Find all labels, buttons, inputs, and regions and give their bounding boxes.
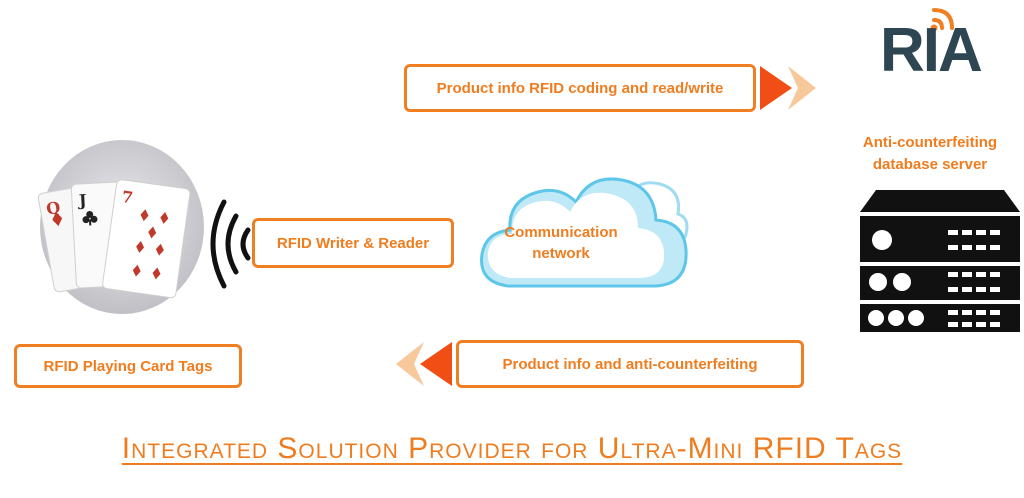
server-label-line1: Anti-counterfeiting [862, 134, 998, 151]
bottom-arrow-label: Product info and anti-counterfeiting [456, 340, 804, 388]
cloud-icon: Communication network [478, 160, 692, 298]
rfid-reader-label: RFID Writer & Reader [252, 218, 454, 268]
svg-text:Q: Q [45, 198, 62, 219]
wireless-signal-icon [208, 196, 254, 292]
footer-title: Integrated Solution Provider for Ultra-M… [121, 432, 903, 465]
cards-label: RFID Playing Card Tags [14, 344, 242, 388]
cloud-label-line2: network [532, 245, 590, 262]
cloud-label-line1: Communication [504, 224, 618, 241]
playing-cards-image: Q J 7 [37, 138, 206, 316]
cloud-label: Communication network [496, 222, 626, 264]
ria-logo-text: RIA [880, 16, 983, 85]
server-label: Anti-counterfeiting database server [840, 132, 1020, 176]
svg-text:J: J [76, 191, 87, 210]
ria-logo: RIA [880, 6, 1010, 86]
top-arrow-label: Product info RFID coding and read/write [404, 64, 756, 112]
server-rack-icon [858, 190, 1022, 332]
right-arrow-icon [758, 62, 822, 114]
left-arrow-icon [390, 338, 454, 390]
server-label-line2: database server [872, 156, 988, 173]
svg-text:7: 7 [121, 187, 135, 207]
